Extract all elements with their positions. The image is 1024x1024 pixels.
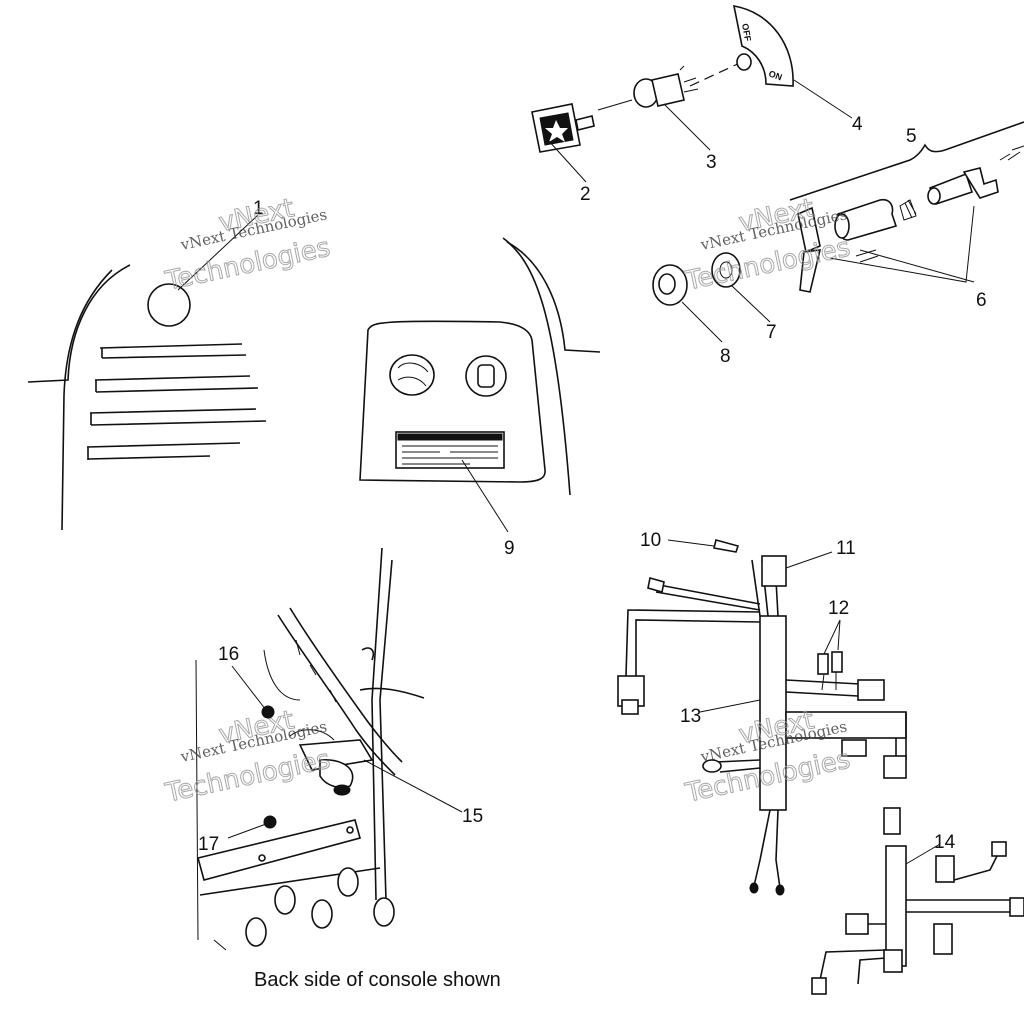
- callout-14: 14: [934, 832, 956, 853]
- fuse-12a: [817, 653, 829, 675]
- callout-7: 7: [766, 322, 777, 343]
- callout-1: 1: [253, 198, 264, 219]
- connector-11: [761, 555, 787, 587]
- callout-9: 9: [504, 538, 515, 559]
- harness-14: [885, 845, 907, 967]
- callout-17: 17: [198, 834, 219, 855]
- terminal-10: [713, 539, 740, 553]
- callout-12: 12: [828, 598, 849, 619]
- callout-6: 6: [976, 290, 987, 311]
- callout-4: 4: [852, 114, 863, 135]
- ignition-parts: OFF ON: [531, 5, 1024, 306]
- callout-2: 2: [580, 184, 591, 205]
- callout-15: 15: [462, 806, 483, 827]
- lock-washer: [711, 252, 741, 288]
- callout-13: 13: [680, 706, 701, 727]
- fuse-12b: [831, 651, 843, 673]
- hood-decal-1: [147, 283, 191, 327]
- callout-5: 5: [906, 126, 917, 147]
- bolt-17: [263, 815, 277, 829]
- console-back: [195, 547, 425, 951]
- callout-labels: 1 2 3 4 5 6 7 8 9 10 11 12 13 14 15 16 1…: [198, 114, 987, 855]
- watermarks: vNext Technologies vNext Technologies vN…: [162, 193, 854, 810]
- callout-11: 11: [836, 538, 856, 559]
- hood-assembly: [27, 237, 601, 531]
- decal-off-text: OFF: [740, 23, 753, 43]
- callout-3: 3: [706, 152, 717, 173]
- off-on-decal: [732, 5, 794, 87]
- decal-on-text: ON: [767, 68, 783, 82]
- caption: Back side of console shown: [254, 969, 501, 991]
- main-harness: [759, 615, 787, 811]
- watermark-3: vNext Technologies vNext Technologies: [162, 705, 334, 810]
- leader-lines: [177, 79, 975, 865]
- callout-8: 8: [720, 346, 731, 367]
- callout-16: 16: [218, 644, 239, 665]
- watermark-2: vNext Technologies vNext Technologies: [682, 193, 854, 298]
- watermark-1: vNext Technologies vNext Technologies: [162, 193, 334, 298]
- callout-10: 10: [640, 530, 661, 551]
- wiring-harness: [617, 539, 1024, 995]
